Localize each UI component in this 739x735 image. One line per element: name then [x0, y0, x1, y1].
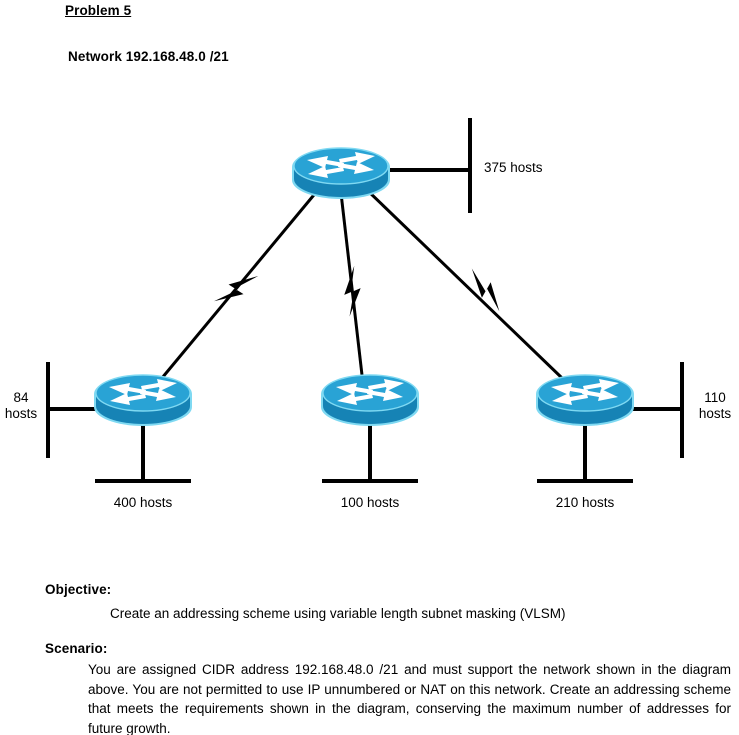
right-lan-110-hosts-count: 110: [704, 390, 726, 405]
page-title: Problem 5: [65, 3, 132, 18]
left-lan-84-hosts-label: 84 hosts: [0, 390, 42, 422]
left-lan-84-hosts-count: 84: [13, 390, 29, 405]
objective-text: Create an addressing scheme using variab…: [110, 606, 566, 621]
scenario-heading: Scenario:: [45, 641, 108, 656]
objective-heading: Objective:: [45, 582, 112, 597]
right-lan-110-hosts-label: 110 hosts: [692, 390, 738, 422]
network-label: Network 192.168.48.0 /21: [68, 49, 229, 64]
right-lan-210-hosts-label: 210 hosts: [555, 495, 615, 510]
network-topology-diagram: [46, 118, 684, 483]
left-lan-84-hosts-unit: hosts: [4, 406, 38, 421]
right-lan-110-hosts-unit: hosts: [698, 406, 732, 421]
core-lan-hosts-label: 375 hosts: [484, 160, 543, 175]
core-router-icon[interactable]: [291, 147, 391, 200]
left-lan-400-hosts-label: 400 hosts: [113, 495, 173, 510]
right-router-icon[interactable]: [535, 374, 635, 427]
middle-lan-100-hosts-label: 100 hosts: [340, 495, 400, 510]
middle-router-icon[interactable]: [320, 374, 420, 427]
scenario-text: You are assigned CIDR address 192.168.48…: [88, 662, 731, 735]
serial-link-core-to-right: [365, 188, 564, 380]
left-router-icon[interactable]: [93, 374, 193, 427]
